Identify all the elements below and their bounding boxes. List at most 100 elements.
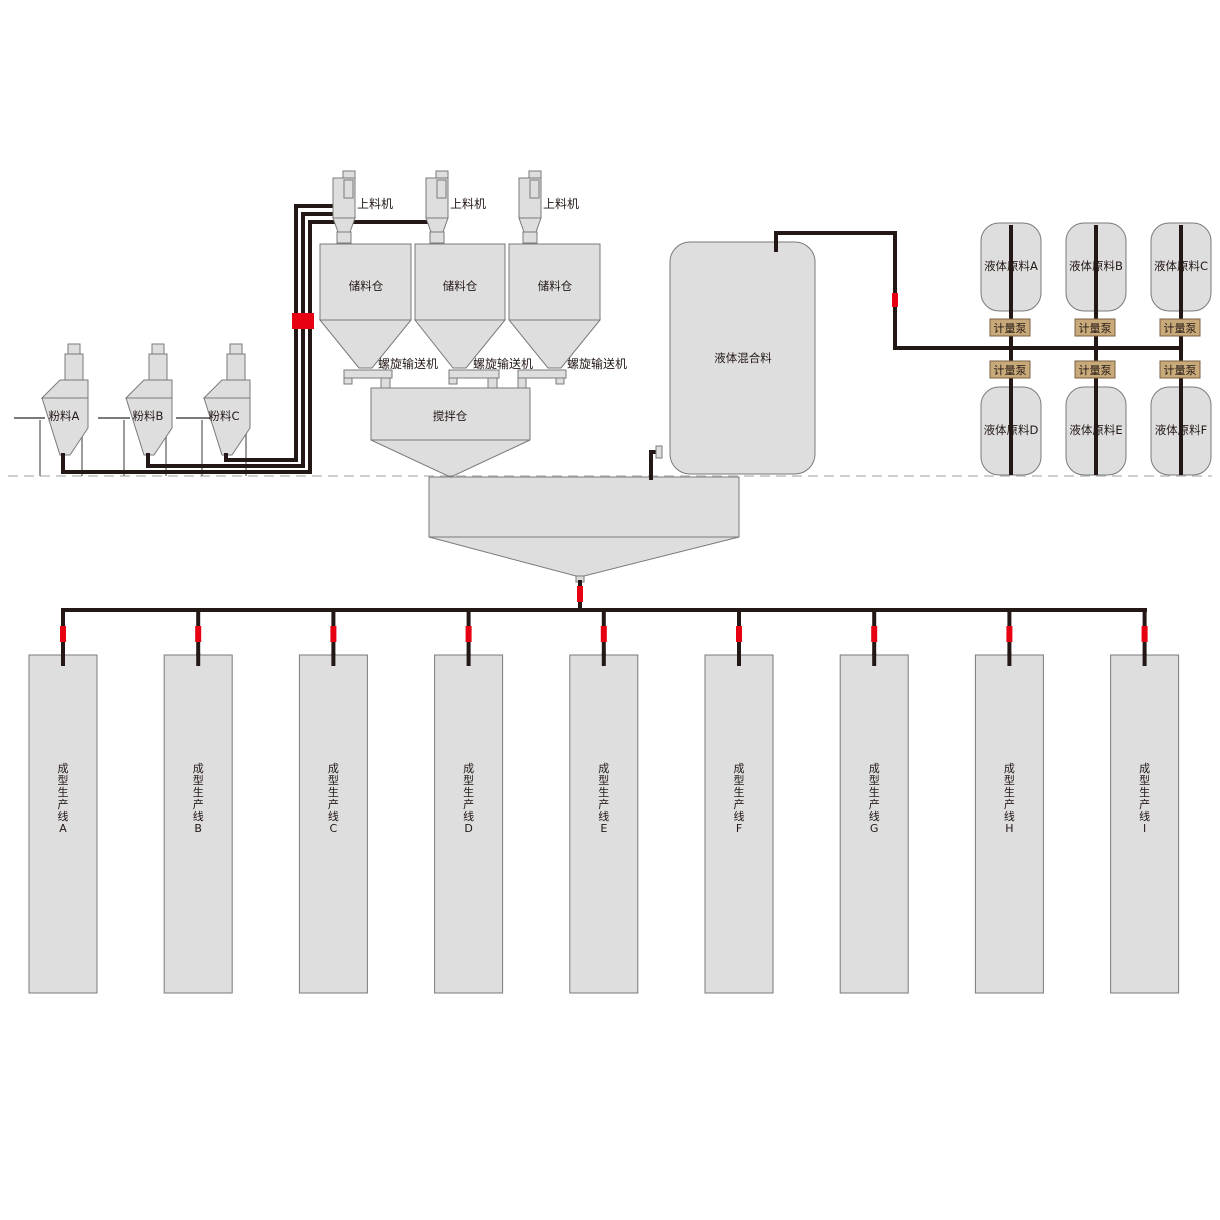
- production-line-label-char: 型: [1139, 773, 1150, 787]
- production-line-label-char: 产: [734, 797, 745, 811]
- production-line-label-char: 生: [463, 785, 474, 799]
- production-line-label-char: I: [1143, 822, 1146, 835]
- production-line-label-char: E: [600, 822, 607, 835]
- powder-silo-c: 粉料C: [176, 343, 251, 476]
- production-line-label-char: 型: [869, 773, 880, 787]
- liquid-b-label: 液体原料B: [1069, 259, 1123, 273]
- storage-bin-3: 储料仓: [507, 243, 602, 369]
- branch-valve: [1006, 626, 1013, 642]
- branch-valve: [60, 626, 66, 642]
- production-line-label-char: 型: [734, 773, 745, 787]
- production-line-label-char: 成: [58, 762, 69, 775]
- production-line-label-char: B: [194, 822, 202, 835]
- loader-2: 上料机: [425, 170, 486, 244]
- production-line-label-char: 型: [463, 773, 474, 787]
- powder-a-label: 粉料A: [49, 409, 80, 423]
- production-line-label-char: 生: [598, 785, 609, 799]
- production-line-label-char: 产: [1004, 797, 1015, 811]
- production-line-label-char: 线: [58, 809, 69, 823]
- screw-conveyor-1: 螺旋输送机: [343, 356, 438, 389]
- production-line-label-char: H: [1005, 822, 1013, 835]
- screw-1-label: 螺旋输送机: [378, 356, 438, 371]
- storage-3-label: 储料仓: [538, 279, 573, 293]
- liquid-tanks: 液体原料A 液体原料B 液体原料C 液体原料D 液体原料E 液体原料F: [774, 222, 1212, 476]
- branch-valve: [1141, 626, 1148, 642]
- storage-bin-2: 储料仓: [413, 243, 507, 369]
- distribution-header: [61, 580, 1147, 612]
- mixing-bin: 搅拌仓: [370, 387, 531, 477]
- production-line-label-char: 线: [1139, 809, 1150, 823]
- production-line-label-char: 生: [734, 785, 745, 799]
- liquid-c-label: 液体原料C: [1154, 259, 1208, 273]
- liquid-e-label: 液体原料E: [1069, 423, 1122, 437]
- production-line-label-char: 线: [1004, 809, 1015, 823]
- production-line-label-char: 产: [1139, 797, 1150, 811]
- pump-b-label: 计量泵: [1079, 322, 1112, 335]
- production-line-label-char: 型: [58, 773, 69, 787]
- liquid-f-label: 液体原料F: [1155, 423, 1208, 437]
- metering-pumps: 计量泵 计量泵 计量泵 计量泵 计量泵 计量泵: [989, 318, 1201, 379]
- production-line-label-char: 型: [193, 773, 204, 787]
- screw-conveyor-3: 螺旋输送机: [517, 356, 627, 389]
- production-line-label-char: 生: [58, 785, 69, 799]
- loader-1-label: 上料机: [357, 197, 393, 211]
- production-line-box: [28, 654, 98, 994]
- production-line-box: [298, 654, 368, 994]
- production-line-label-char: 产: [58, 797, 69, 811]
- production-line-label-char: 生: [328, 785, 339, 799]
- production-line-box: [704, 654, 774, 994]
- powder-silo-a: 粉料A: [14, 343, 89, 476]
- production-line-label-char: 成: [869, 762, 880, 775]
- liquid-mix-tank: 液体混合料: [649, 241, 816, 480]
- production-line-box: [569, 654, 639, 994]
- production-line-box: [839, 654, 909, 994]
- pump-e-label: 计量泵: [1079, 364, 1112, 377]
- loader-2-label: 上料机: [450, 197, 486, 211]
- liquid-d-label: 液体原料D: [984, 423, 1039, 437]
- production-line-label-char: 型: [328, 773, 339, 787]
- production-lines: 成型生产线A成型生产线B成型生产线C成型生产线D成型生产线E成型生产线F成型生产…: [28, 608, 1180, 994]
- main-tank: [428, 476, 740, 583]
- pump-f-label: 计量泵: [1164, 364, 1197, 377]
- production-line-label-char: 成: [734, 762, 745, 775]
- production-line-label-char: 成: [193, 762, 204, 775]
- production-line-label-char: C: [330, 822, 338, 835]
- production-line-label-char: 生: [1004, 785, 1015, 799]
- production-line-label-char: 产: [328, 797, 339, 811]
- production-line-label-char: 产: [869, 797, 880, 811]
- production-line-label-char: 生: [193, 785, 204, 799]
- production-line-label-char: 线: [193, 809, 204, 823]
- production-line-box: [163, 654, 233, 994]
- branch-valve: [736, 626, 742, 642]
- pump-c-label: 计量泵: [1164, 322, 1197, 335]
- production-line-label-char: G: [870, 822, 879, 835]
- mixer-label: 搅拌仓: [433, 409, 468, 423]
- branch-valve: [465, 626, 472, 642]
- branch-valve: [871, 626, 878, 642]
- powder-b-label: 粉料B: [133, 409, 164, 423]
- pump-a-label: 计量泵: [994, 322, 1027, 335]
- production-line-label-char: 成: [1004, 762, 1015, 775]
- powder-pipes: [61, 204, 432, 474]
- production-line-box: [974, 654, 1044, 994]
- production-line-label-char: 型: [598, 773, 609, 787]
- screw-3-label: 螺旋输送机: [567, 356, 627, 371]
- production-line-label-char: 产: [598, 797, 609, 811]
- production-line-label-char: 成: [598, 762, 609, 775]
- production-line-label-char: 生: [1139, 785, 1150, 799]
- production-line-label-char: 线: [463, 809, 474, 823]
- production-line-label-char: 线: [598, 809, 609, 823]
- production-line-label-char: 型: [1004, 773, 1015, 787]
- loader-3: 上料机: [518, 170, 579, 244]
- branch-valve: [195, 626, 202, 642]
- storage-bin-1: 储料仓: [318, 243, 413, 369]
- loader-3-label: 上料机: [543, 197, 579, 211]
- production-line-label-char: 线: [328, 809, 339, 823]
- production-line-box: [434, 654, 504, 994]
